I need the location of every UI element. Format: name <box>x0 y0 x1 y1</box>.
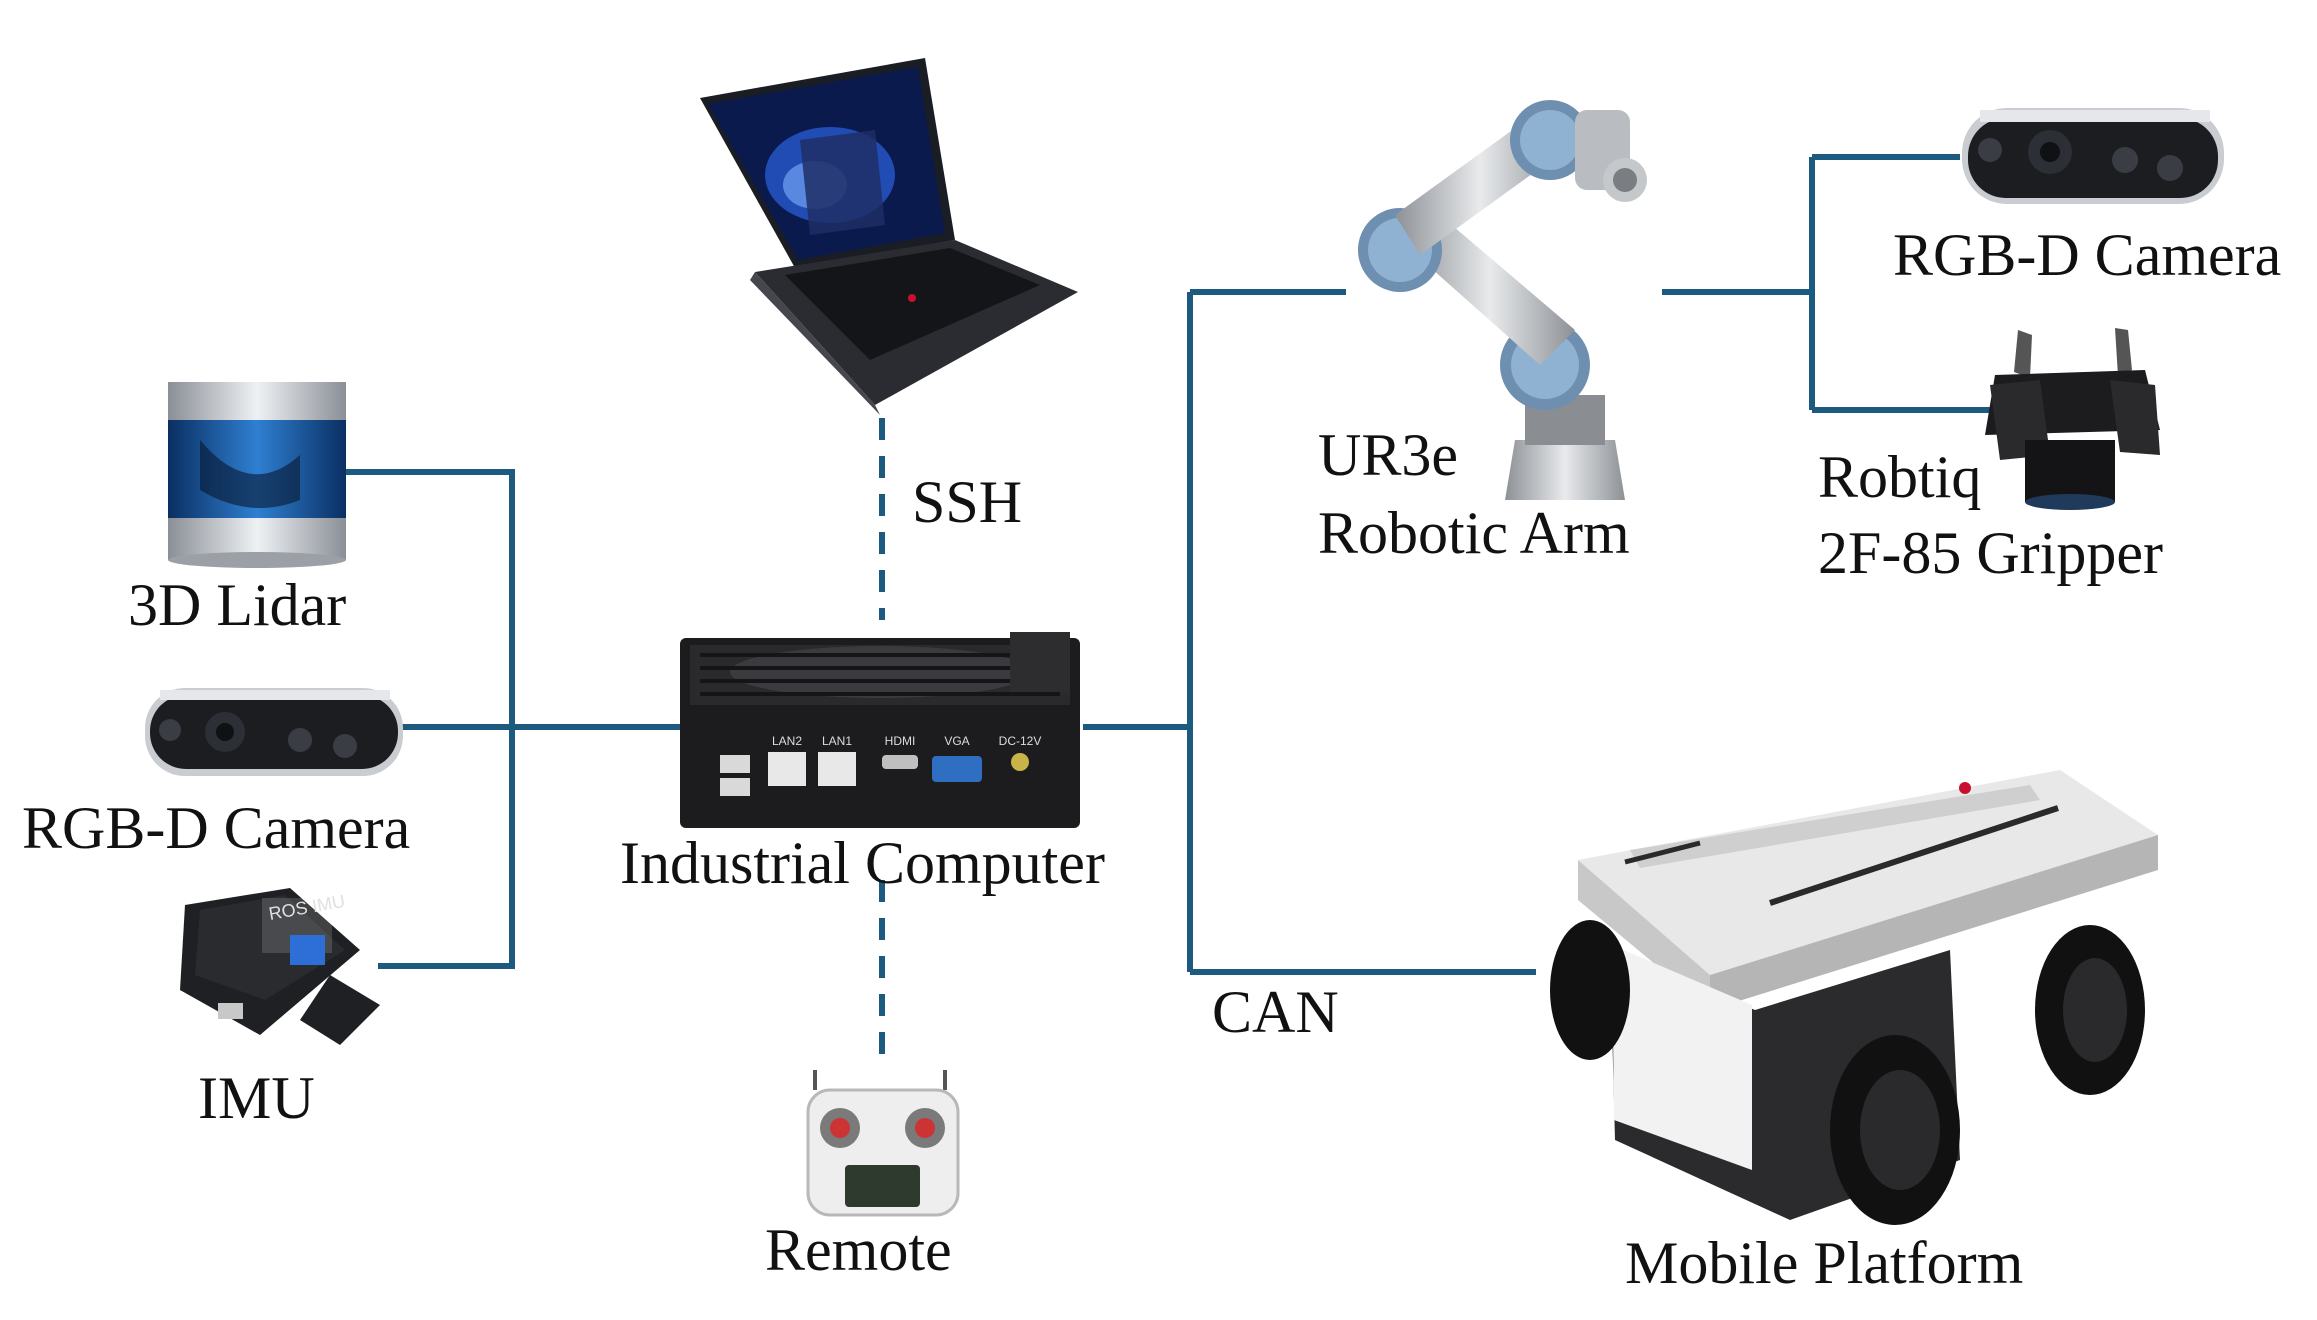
robotic-arm-label-line2: Robotic Arm <box>1318 500 1630 566</box>
mobile-robot-icon <box>1550 770 2158 1225</box>
laptop-icon <box>700 58 1078 415</box>
robotic-arm-label-line1: UR3e <box>1318 422 1458 488</box>
mobile-platform-label: Mobile Platform <box>1625 1230 2023 1296</box>
ssh-label: SSH <box>912 469 1022 535</box>
connectors <box>345 154 1995 1065</box>
mini-pc-icon: LAN2 LAN1 HDMI VGA DC-12V <box>680 632 1080 828</box>
rgbd-camera-left-label: RGB-D Camera <box>22 795 410 861</box>
port-label-vga: VGA <box>944 734 969 748</box>
industrial-computer-label: Industrial Computer <box>620 830 1105 896</box>
depth-camera-icon <box>145 688 403 776</box>
lidar-label: 3D Lidar <box>128 572 346 638</box>
gripper-icon <box>1985 328 2160 510</box>
rgbd-camera-right-label: RGB-D Camera <box>1893 222 2281 288</box>
imu-label: IMU <box>198 1065 315 1131</box>
lidar-link <box>345 469 515 969</box>
gripper-label-line2: 2F-85 Gripper <box>1818 520 2163 586</box>
robot-arm-icon <box>1358 100 1647 500</box>
depth-camera-icon <box>1962 108 2224 204</box>
port-label-lan2: LAN2 <box>772 734 802 748</box>
port-label-dc: DC-12V <box>999 734 1042 748</box>
port-label-hdmi: HDMI <box>885 734 916 748</box>
lidar-icon <box>168 382 346 568</box>
port-label-lan1: LAN1 <box>822 734 852 748</box>
remote-label: Remote <box>765 1217 952 1283</box>
imu-icon: ROS IMU <box>180 888 380 1045</box>
gripper-label-line1: Robtiq <box>1818 444 1981 510</box>
remote-controller-icon <box>806 1070 960 1217</box>
can-label: CAN <box>1212 979 1339 1045</box>
